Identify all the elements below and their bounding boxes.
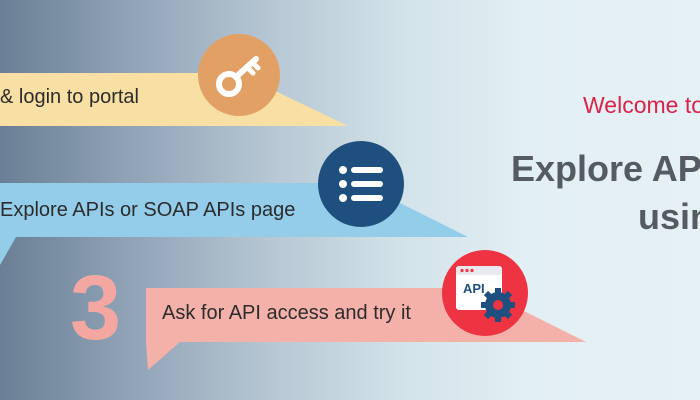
hero-title-line-2: usin (638, 196, 700, 237)
step-1-icon-circle (198, 34, 280, 116)
list-icon (339, 166, 383, 202)
gear-icon (481, 288, 515, 322)
step-3-icon-circle: API (442, 250, 528, 336)
api-settings-icon: API (456, 266, 515, 322)
api-icon-text: API (463, 281, 485, 296)
step-3-label: Ask for API access and try it (162, 302, 411, 324)
step-2-banner-tail (0, 237, 16, 265)
step-3-number: 3 (70, 257, 122, 359)
welcome-heading: Welcome to (583, 92, 700, 118)
key-icon (216, 56, 261, 97)
step-2-icon-circle (318, 141, 404, 227)
step-3-banner-tail (146, 342, 180, 370)
hero-title-line-1: Explore APIs (511, 148, 700, 189)
step-1-label: & login to portal (0, 86, 139, 108)
step-2-label: Explore APIs or SOAP APIs page (0, 199, 296, 221)
